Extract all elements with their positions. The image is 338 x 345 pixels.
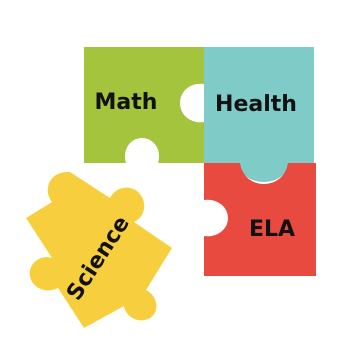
science-piece — [26, 172, 172, 328]
ela-piece — [204, 163, 316, 276]
health-label: Health — [215, 92, 297, 117]
math-piece-shape — [84, 47, 204, 163]
math-piece — [84, 47, 204, 163]
ela-piece-shape — [204, 163, 316, 276]
ela-label: ELA — [249, 217, 295, 242]
science-piece-shape — [26, 172, 172, 328]
health-piece-shape — [204, 47, 314, 182]
math-label: Math — [95, 90, 158, 115]
health-piece — [204, 47, 314, 182]
